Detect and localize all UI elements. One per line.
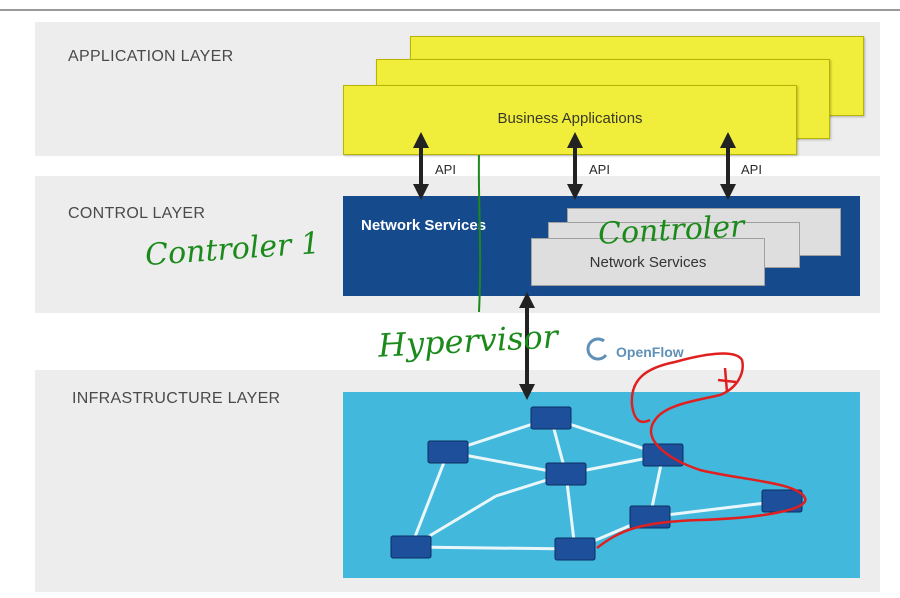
top-rule (0, 9, 900, 11)
api-arrows (413, 132, 736, 400)
network-services-label-main: Network Services (361, 217, 487, 234)
switch-icon (554, 537, 596, 561)
application-layer-label: APPLICATION LAYER (68, 48, 234, 65)
business-applications-label: Business Applications (497, 110, 643, 127)
control-layer-label: CONTROL LAYER (68, 205, 206, 222)
network-services-card-front: Network Services (531, 238, 765, 286)
api-label-3: API (741, 162, 762, 177)
infrastructure-layer-label: INFRASTRUCTURE LAYER (72, 390, 281, 407)
switch-icon (642, 443, 684, 467)
network-switches (390, 406, 803, 561)
switch-icon (545, 462, 587, 486)
openflow-label: OpenFlow (616, 344, 684, 360)
switch-icon (427, 440, 469, 464)
handwritten-red-scribble (596, 352, 807, 549)
switch-icon (530, 406, 572, 430)
switch-icon (390, 535, 432, 559)
network-services-label: Network Services (589, 254, 707, 271)
network-links (409, 416, 783, 551)
api-label-2: API (589, 162, 610, 177)
handwritten-divider (477, 154, 482, 313)
openflow-logo-icon (586, 337, 608, 361)
api-label-1: API (435, 162, 456, 177)
